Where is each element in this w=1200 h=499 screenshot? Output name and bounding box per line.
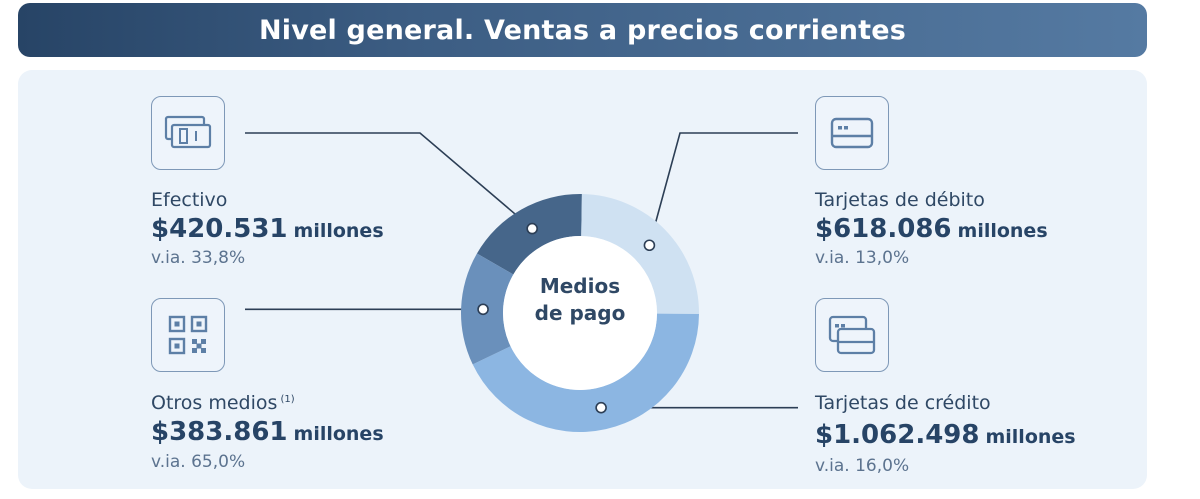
- otros-yoy: v.ia. 65,0%: [151, 452, 246, 472]
- donut-center: [503, 236, 657, 390]
- credito-yoy: v.ia. 16,0%: [815, 456, 910, 476]
- credit-cards-icon: [828, 315, 876, 355]
- otros-label: Otros medios(1): [151, 392, 295, 414]
- donut-slice-debito: [581, 194, 699, 314]
- leader-line-efectivo: [245, 132, 533, 230]
- slice-marker-debito: [643, 239, 656, 252]
- debito-label: Tarjetas de débito: [815, 189, 985, 211]
- efectivo-yoy: v.ia. 33,8%: [151, 248, 246, 268]
- leader-line-debito: [648, 132, 798, 246]
- donut-slice-efectivo: [476, 194, 582, 275]
- qr-icon-box: [151, 298, 225, 372]
- qr-code-icon: [168, 315, 208, 355]
- slice-marker-efectivo: [526, 222, 538, 235]
- donut-center-label: Medios de pago: [510, 273, 650, 327]
- debit-card-icon: [830, 117, 874, 149]
- debit-icon-box: [815, 96, 889, 170]
- credito-label: Tarjetas de crédito: [815, 392, 991, 414]
- otros-footnote: (1): [280, 393, 295, 405]
- center-label-line-1: Medios: [539, 274, 621, 298]
- efectivo-label: Efectivo: [151, 189, 228, 211]
- cash-icon: [164, 115, 212, 149]
- center-label-line-2: de pago: [534, 301, 626, 325]
- debito-yoy: v.ia. 13,0%: [815, 248, 910, 268]
- page-title: Nivel general. Ventas a precios corrient…: [18, 3, 1147, 57]
- cash-icon-box: [151, 96, 225, 170]
- credit-icon-box: [815, 298, 889, 372]
- slice-marker-credito: [595, 401, 607, 414]
- slice-marker-otros: [477, 303, 489, 316]
- donut-chart: [245, 132, 798, 433]
- donut-slice-credito: [472, 313, 699, 433]
